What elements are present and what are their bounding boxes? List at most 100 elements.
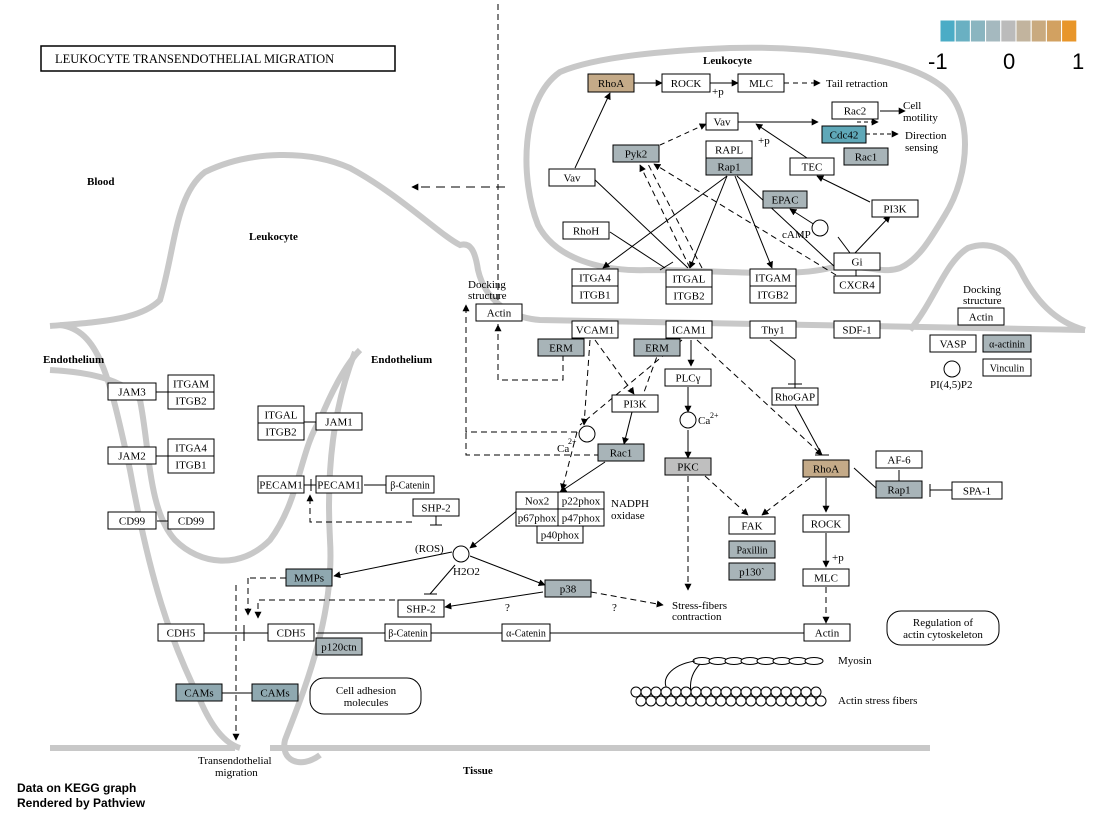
gene-node-vav-left[interactable]: Vav [548, 168, 596, 187]
gene-node-box[interactable] [664, 457, 712, 476]
gene-node-box[interactable] [384, 623, 432, 642]
gene-node-box[interactable] [664, 368, 712, 387]
gene-node-box[interactable] [749, 285, 797, 304]
gene-node-box[interactable] [821, 125, 867, 144]
gene-node-itgb2-b[interactable]: ITGB2 [749, 285, 797, 304]
gene-node-box[interactable] [257, 475, 305, 494]
gene-node-box[interactable] [537, 338, 585, 357]
gene-node-cams-a[interactable]: CAMs [175, 683, 223, 702]
gene-node-box[interactable] [982, 358, 1032, 377]
gene-node-box[interactable] [803, 623, 851, 642]
gene-node-box[interactable] [802, 514, 850, 533]
gene-node-vinculin[interactable]: Vinculin [982, 358, 1032, 377]
gene-node-p38[interactable]: p38 [544, 579, 592, 598]
cell-adhesion-map[interactable] [309, 677, 422, 715]
gene-node-mmps[interactable]: MMPs [285, 568, 333, 587]
gene-node-itgam-b[interactable]: ITGAM [167, 374, 215, 393]
gene-node-box[interactable] [705, 157, 753, 176]
gene-node-cdh5-b[interactable]: CDH5 [267, 623, 315, 642]
gene-node-box[interactable] [833, 275, 881, 294]
gene-node-nox2[interactable]: Nox2 [515, 491, 559, 510]
gene-node-vasp[interactable]: VASP [929, 334, 977, 353]
gene-node-box[interactable] [665, 286, 713, 305]
gene-node-box[interactable] [929, 334, 977, 353]
gene-node-pkc[interactable]: PKC [664, 457, 712, 476]
gene-node-pyk2[interactable]: Pyk2 [612, 144, 660, 163]
gene-node-epac[interactable]: EPAC [762, 190, 808, 209]
gene-node-erm-b[interactable]: ERM [633, 338, 681, 357]
gene-node-box[interactable] [705, 112, 739, 131]
gene-node-rock-mid[interactable]: ROCK [802, 514, 850, 533]
gene-node-box[interactable] [107, 511, 157, 530]
gene-node-box[interactable] [571, 285, 619, 304]
gene-node-box[interactable] [728, 516, 776, 535]
gene-node-box[interactable] [833, 320, 881, 339]
gene-node-icam1[interactable]: ICAM1 [665, 320, 713, 339]
gene-node-actin-right[interactable]: Actin [957, 307, 1005, 326]
gene-node-box[interactable] [875, 450, 923, 469]
gene-node-box[interactable] [571, 320, 619, 339]
gene-node-box[interactable] [611, 394, 659, 413]
gene-node-rap1-top[interactable]: Rap1 [705, 157, 753, 176]
gene-node-cdh5-a[interactable]: CDH5 [157, 623, 205, 642]
gene-node-rhoh[interactable]: RhoH [562, 221, 610, 240]
gene-node-box[interactable] [871, 199, 919, 218]
gene-node-box[interactable] [661, 73, 711, 93]
gene-node-box[interactable] [762, 190, 808, 209]
gene-node-thy1[interactable]: Thy1 [749, 320, 797, 339]
gene-node-box[interactable] [771, 387, 819, 406]
gene-node-itgb1-a[interactable]: ITGB1 [571, 285, 619, 304]
gene-node-itgb2-a[interactable]: ITGB2 [665, 286, 713, 305]
gene-node-pi3k-mid[interactable]: PI3K [611, 394, 659, 413]
gene-node-box[interactable] [501, 623, 551, 642]
gene-node-mlc-mid[interactable]: MLC [802, 568, 850, 587]
gene-node-box[interactable] [728, 540, 776, 559]
gene-node-p130[interactable]: p130` [728, 562, 776, 581]
gene-node-box[interactable] [267, 623, 315, 642]
gene-node-box[interactable] [802, 459, 850, 478]
gene-node-box[interactable] [536, 525, 584, 544]
gene-node-box[interactable] [612, 144, 660, 163]
gene-node-box[interactable] [257, 422, 305, 441]
gene-node-cxcr4[interactable]: CXCR4 [833, 275, 881, 294]
gene-node-box[interactable] [475, 303, 523, 322]
gene-node-actin-left[interactable]: Actin [475, 303, 523, 322]
gene-node-itga4[interactable]: ITGA4 [571, 268, 619, 287]
gene-node-cdc42[interactable]: Cdc42 [821, 125, 867, 144]
gene-node-box[interactable] [315, 475, 363, 494]
gene-node-rac1-top[interactable]: Rac1 [843, 147, 889, 166]
gene-node-box[interactable] [315, 637, 363, 656]
gene-node-itgal-b[interactable]: ITGAL [257, 405, 305, 424]
gene-node-acatenin[interactable]: α-Catenin [501, 623, 551, 642]
gene-node-box[interactable] [982, 334, 1032, 353]
gene-node-box[interactable] [562, 221, 610, 240]
gene-node-itgal-a[interactable]: ITGAL [665, 269, 713, 288]
gene-node-vcam1[interactable]: VCAM1 [571, 320, 619, 339]
gene-node-rock-top[interactable]: ROCK [661, 73, 711, 93]
gene-node-rapl[interactable]: RAPL [705, 140, 753, 159]
gene-node-box[interactable] [875, 480, 923, 499]
gene-node-box[interactable] [789, 157, 835, 176]
gene-node-box[interactable] [587, 73, 635, 93]
gene-node-box[interactable] [831, 101, 879, 120]
gene-node-jam3[interactable]: JAM3 [107, 382, 157, 401]
gene-node-box[interactable] [107, 382, 157, 401]
gene-node-rhoa-mid[interactable]: RhoA [802, 459, 850, 478]
gene-node-box[interactable] [665, 320, 713, 339]
gene-node-box[interactable] [749, 320, 797, 339]
regulation-map[interactable] [886, 610, 1000, 646]
gene-node-box[interactable] [167, 455, 215, 474]
gene-node-box[interactable] [843, 147, 889, 166]
gene-node-p120ctn[interactable]: p120ctn [315, 637, 363, 656]
gene-node-box[interactable] [412, 498, 460, 517]
gene-node-box[interactable] [544, 579, 592, 598]
gene-node-box[interactable] [597, 443, 645, 462]
gene-node-box[interactable] [633, 338, 681, 357]
gene-node-pecam1-a[interactable]: PECAM1 [257, 475, 305, 494]
gene-node-rhoa-top[interactable]: RhoA [587, 73, 635, 93]
gene-node-jam1[interactable]: JAM1 [315, 412, 363, 431]
gene-node-pi3k-top[interactable]: PI3K [871, 199, 919, 218]
gene-node-itga4-b[interactable]: ITGA4 [167, 438, 215, 457]
gene-node-gi[interactable]: Gi [833, 252, 881, 271]
gene-node-box[interactable] [385, 475, 435, 494]
